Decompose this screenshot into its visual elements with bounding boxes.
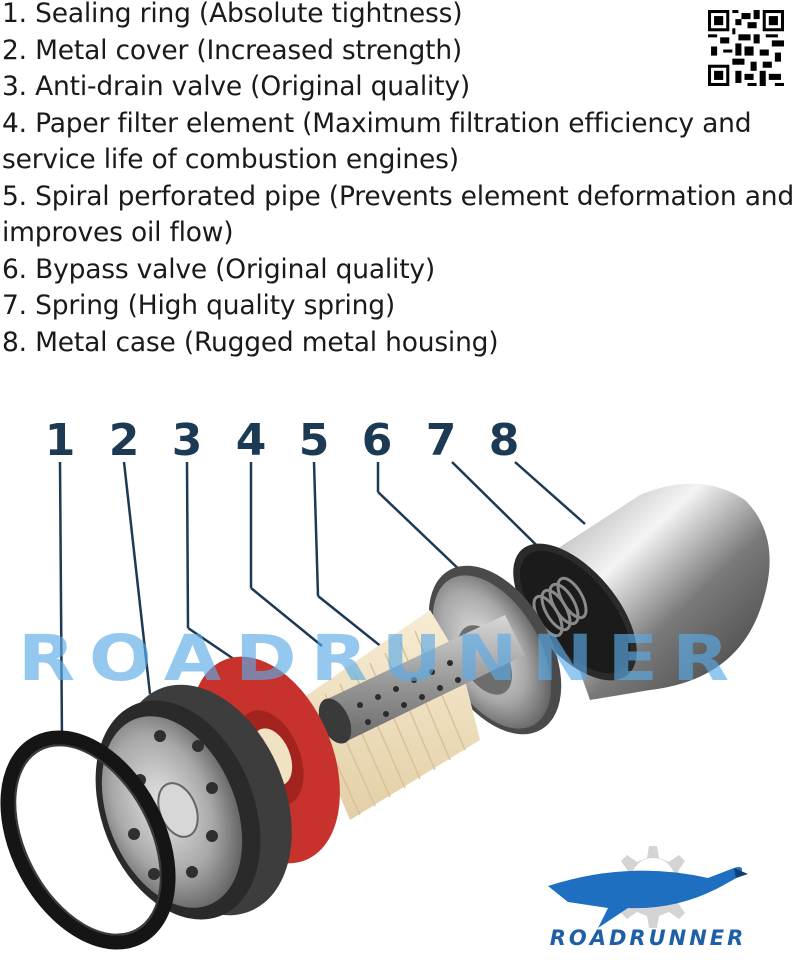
part-number-7: 7 <box>425 415 457 466</box>
part-number-6: 6 <box>361 415 393 466</box>
feature-item-2: 2. Metal cover (Increased strength) <box>2 34 463 66</box>
qr-code-icon[interactable] <box>708 10 784 86</box>
feature-item-3: 3. Anti-drain valve (Original quality) <box>2 71 471 102</box>
brand-logo-text: ROADRUNNER <box>549 926 747 950</box>
exploded-oil-filter-illustration <box>0 461 770 950</box>
feature-item-4: 4. Paper filter element (Maximum filtrat… <box>2 107 752 176</box>
feature-item-8: 8. Metal case (Rugged metal housing) <box>2 326 499 358</box>
feature-list: 1. Sealing ring (Absolute tightness) 2. … <box>2 0 800 361</box>
part-number-5: 5 <box>298 415 330 466</box>
roadrunner-bird-logo-icon <box>548 846 748 928</box>
feature-item-7: 7. Spring (High quality spring) <box>2 290 396 321</box>
watermark-text: ROADRUNNER <box>18 622 744 696</box>
part-number-row: 1 2 3 4 5 6 7 8 <box>0 414 800 470</box>
feature-item-6: 6. Bypass valve (Original quality) <box>2 253 436 285</box>
feature-item-1: 1. Sealing ring (Absolute tightness) <box>2 0 463 29</box>
part-number-4: 4 <box>235 415 267 466</box>
part-number-8: 8 <box>488 415 520 466</box>
sealing-ring <box>0 730 176 950</box>
metal-case <box>513 483 770 700</box>
part-number-1: 1 <box>44 415 76 466</box>
feature-item-5: 5. Spiral perforated pipe (Prevents elem… <box>2 180 794 249</box>
part-number-3: 3 <box>171 415 203 466</box>
part-number-2: 2 <box>108 415 140 466</box>
